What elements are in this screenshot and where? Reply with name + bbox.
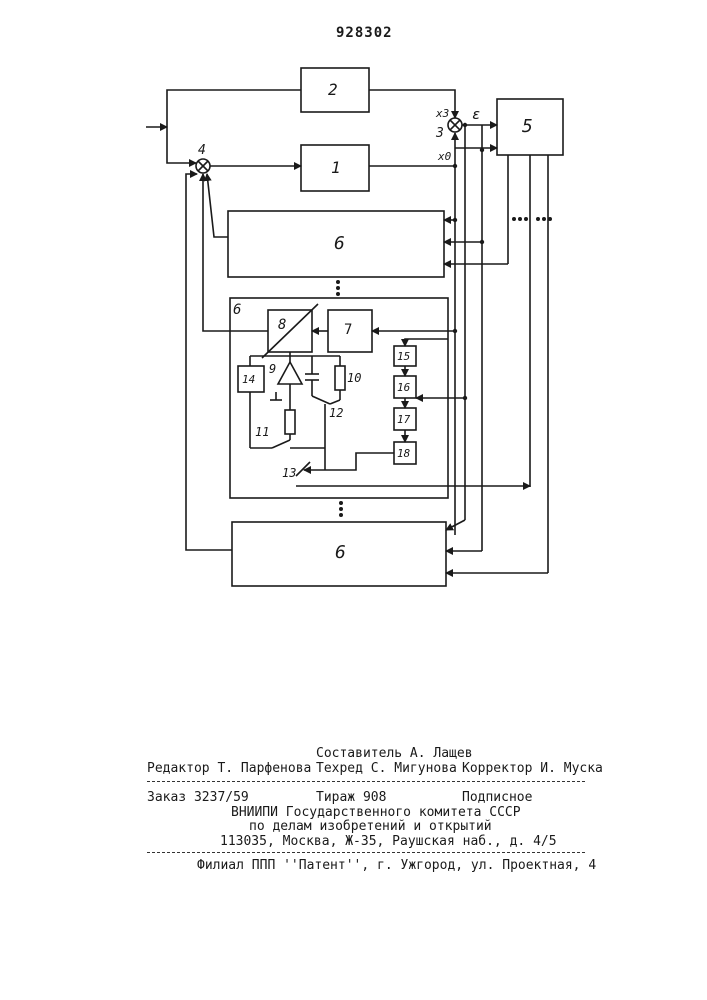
label-switch-11: 11 [255,425,269,440]
footer-address: 113035, Москва, Ж-35, Раушская наб., д. … [220,834,557,849]
label-x3: x3 [436,106,449,121]
resistor-10 [335,366,345,390]
label-block-1: 1 [331,160,341,175]
footer-circulation: Тираж 908 [316,790,386,805]
op-amp-9 [278,362,302,384]
label-block-2: 2 [328,82,338,97]
label-block-17: 17 [397,412,410,427]
footer-compiler: Составитель А. Лащев [316,746,473,761]
label-node-4: 4 [198,143,206,158]
label-x0: x0 [438,149,451,164]
footer-techred: Техред С. Мигунова [316,761,457,776]
footer-org1: ВНИИПИ Государственного комитета СССР [231,805,521,820]
label-epsilon: ε [472,108,480,123]
label-block-8: 8 [278,318,286,333]
footer-editor: Редактор Т. Парфенова [147,761,311,776]
footer-divider-top [147,781,585,782]
label-block-15: 15 [397,349,410,364]
footer-order: Заказ 3237/59 [147,790,249,805]
label-resistor-10: 10 [347,371,361,386]
label-block-6-mid: 6 [233,303,241,318]
label-block-5: 5 [522,119,533,134]
footer-corrector: Корректор И. Муска [462,761,603,776]
label-block-6-top: 6 [334,236,345,251]
footer-branch: Филиал ППП ''Патент'', г. Ужгород, ул. П… [197,858,596,873]
label-block-14: 14 [242,372,255,387]
footer-org2: по делам изобретений и открытий [249,819,492,834]
label-switch-13: 13 [282,466,296,481]
footer-subscription: Подписное [462,790,532,805]
label-block-16: 16 [397,380,410,395]
resistor [285,410,295,434]
label-block-18: 18 [397,446,410,461]
label-block-6-bottom: 6 [335,545,346,560]
label-block-7: 7 [344,323,352,338]
label-switch-12: 12 [329,406,343,421]
label-node-3: 3 [436,126,444,141]
label-op-amp-9: 9 [269,362,276,377]
footer-divider-bottom [147,852,585,853]
